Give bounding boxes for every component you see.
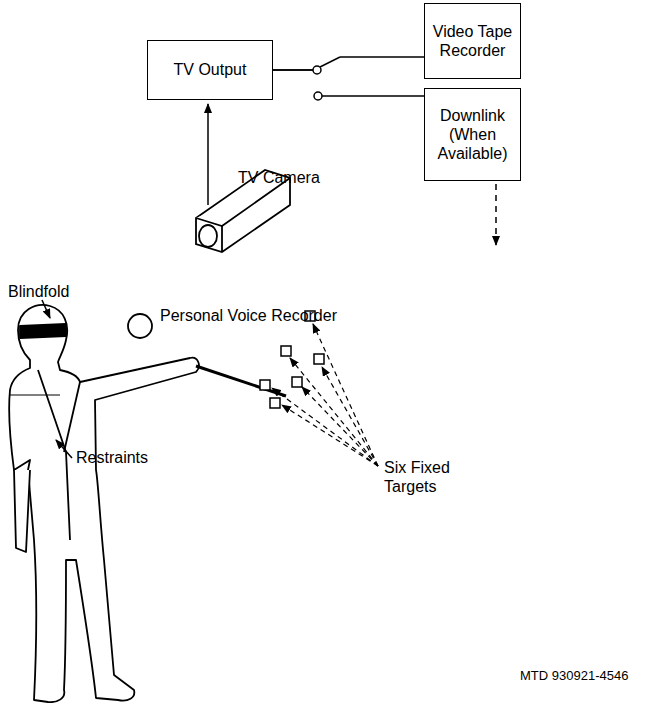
target-arrows — [272, 324, 378, 466]
drawing-number: MTD 930921-4546 — [520, 668, 628, 684]
camera-label: TV Camera — [238, 168, 320, 187]
tv-output-box: TV Output — [147, 40, 273, 100]
switch-pivot — [313, 66, 321, 74]
signal-line — [273, 57, 424, 70]
restraints-leader — [56, 440, 72, 458]
fixed-targets — [260, 311, 324, 408]
blindfold-leader — [42, 300, 50, 318]
blindfold-label: Blindfold — [8, 282, 69, 301]
switch-blade — [320, 57, 340, 67]
astronaut-figure — [9, 305, 199, 702]
switch-contact — [314, 92, 322, 100]
voice-recorder-label: Personal Voice Recorder — [160, 306, 337, 325]
box-text: TV Output — [174, 60, 247, 79]
downlink-box: Downlink (When Available) — [424, 88, 521, 181]
targets-label: Six Fixed Targets — [384, 458, 454, 496]
restraints-label: Restraints — [76, 448, 148, 467]
camera-arrow — [207, 104, 209, 205]
recorder-box: Video Tape Recorder — [424, 3, 521, 79]
box-text: Video Tape Recorder — [431, 22, 514, 60]
pointer-stick — [196, 366, 286, 396]
downlink-arrow — [495, 184, 497, 245]
signal-line — [273, 70, 424, 96]
box-text: Downlink (When Available) — [431, 106, 514, 164]
voice-recorder — [128, 314, 152, 338]
